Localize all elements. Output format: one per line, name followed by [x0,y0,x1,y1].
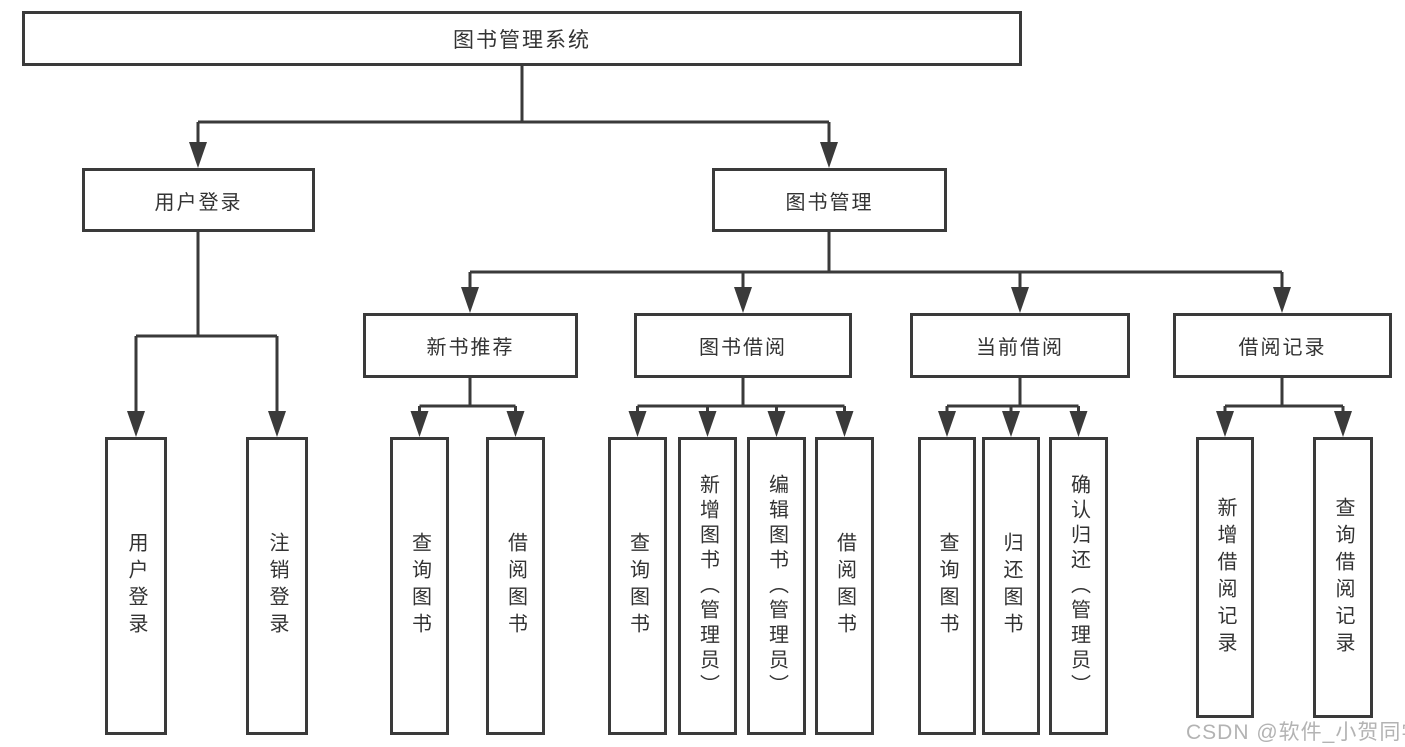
leaf-logout: 注销登录 [246,437,308,735]
connector-new-book-recommend-children [410,377,525,437]
leaf-logout-label: 注销登录 [266,532,288,640]
leaf-current-query-books-label: 查询图书 [936,532,958,640]
connector-current-borrow-children [938,377,1088,437]
node-current-borrow: 当前借阅 [910,313,1130,378]
node-book-management: 图书管理 [712,168,947,232]
leaf-recommend-borrow-books-label: 借阅图书 [504,532,527,640]
connector-user-login-children [127,232,286,437]
leaf-current-query-books: 查询图书 [918,437,976,735]
leaf-current-confirm-return-admin: 确认归还（管理员） [1049,437,1108,735]
leaf-borrow-edit-books-admin-label: 编辑图书（管理员） [765,473,788,699]
leaf-borrow-edit-books-admin: 编辑图书（管理员） [747,437,806,735]
leaf-borrow-query-books-label: 查询图书 [626,532,649,640]
leaf-current-return-books-label: 归还图书 [1000,532,1022,640]
leaf-recommend-query-books-label: 查询图书 [408,532,431,640]
connector-book-borrow-children [628,377,854,437]
leaf-borrow-borrow-books-label: 借阅图书 [833,532,856,640]
leaf-recommend-query-books: 查询图书 [390,437,449,735]
node-library-management-system: 图书管理系统 [22,11,1022,66]
leaf-current-confirm-return-admin-label: 确认归还（管理员） [1067,473,1090,699]
leaf-records-query-record: 查询借阅记录 [1313,437,1373,718]
node-book-borrow: 图书借阅 [634,313,852,378]
node-user-login: 用户登录 [82,168,315,232]
leaf-records-add-record-label: 新增借阅记录 [1214,496,1236,659]
leaf-borrow-query-books: 查询图书 [608,437,667,735]
csdn-watermark: CSDN @软件_小贺同学 [1186,721,1405,744]
leaf-records-add-record: 新增借阅记录 [1196,437,1254,718]
leaf-borrow-borrow-books: 借阅图书 [815,437,874,735]
connector-borrow-records-children [1216,377,1352,437]
node-new-book-recommend: 新书推荐 [363,313,578,378]
leaf-user-login-label: 用户登录 [125,532,147,640]
node-borrow-records: 借阅记录 [1173,313,1392,378]
connector-root-to-level2 [189,66,838,168]
leaf-borrow-add-books-admin-label: 新增图书（管理员） [696,473,719,699]
leaf-current-return-books: 归还图书 [982,437,1040,735]
connector-book-management-to-level3 [461,232,1291,313]
leaf-recommend-borrow-books: 借阅图书 [486,437,545,735]
leaf-user-login: 用户登录 [105,437,167,735]
leaf-borrow-add-books-admin: 新增图书（管理员） [678,437,737,735]
leaf-records-query-record-label: 查询借阅记录 [1332,496,1354,659]
